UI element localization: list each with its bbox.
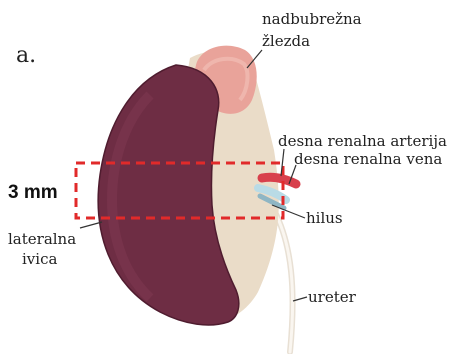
leader-lateral (80, 222, 102, 228)
label-ureter: ureter (308, 288, 357, 306)
label-hilus: hilus (306, 209, 343, 227)
panel-label: a. (16, 43, 36, 68)
label-lateral-line2: ivica (22, 250, 57, 268)
label-artery: desna renalna arterija (278, 132, 447, 150)
label-adrenal-line1: nadbubrežna (262, 10, 362, 28)
label-vein: desna renalna vena (294, 150, 442, 168)
label-adrenal-line2: žlezda (262, 32, 310, 50)
label-lateral-line1: lateralna (8, 230, 76, 248)
scale-label: 3 mm (8, 182, 58, 203)
